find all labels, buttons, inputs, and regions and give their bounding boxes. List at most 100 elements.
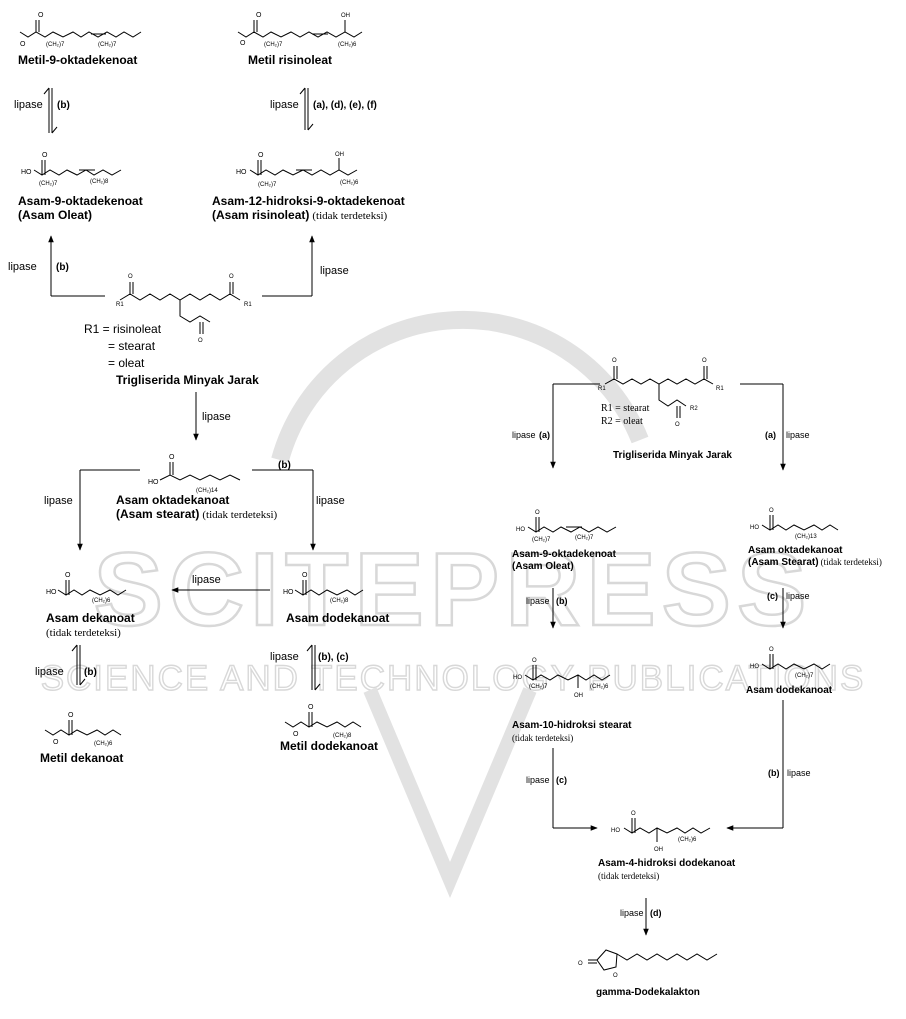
reversible-arrow-ricinoleic xyxy=(299,87,314,131)
atom-o: O xyxy=(293,731,299,738)
enzyme-label: lipase xyxy=(316,495,345,507)
enzyme-label: lipase xyxy=(202,411,231,423)
sub-label: (CH₂)6 xyxy=(340,180,359,186)
stearic-acid-structure xyxy=(159,462,241,481)
enzyme-label: lipase xyxy=(526,596,550,606)
sub-label: (CH₂)6 xyxy=(94,741,113,747)
arrow-right-tg-to-stearic xyxy=(740,383,786,471)
right-dodecanoic-name: Asam dodekanoat xyxy=(746,685,833,696)
sub-label: (CH₂)8 xyxy=(330,598,349,604)
right-stearic-common-name: (Asam Stearat)(tidak terdeteksi) xyxy=(748,557,882,568)
sub-label: (CH₂)7 xyxy=(39,181,58,187)
ricinoleic-common: (Asam risinoleat) xyxy=(212,208,309,222)
atom-o: O xyxy=(302,572,308,579)
r1-definition: R1 = risinoleat xyxy=(84,322,162,336)
atom-o: O xyxy=(53,739,59,746)
enzyme-label: lipase xyxy=(320,265,349,277)
oleic-acid-structure xyxy=(33,160,122,176)
not-detected-note: (tidak terdeteksi) xyxy=(598,871,659,881)
methyl-decanoate-name: Metil dekanoat xyxy=(40,751,123,765)
arrow-stearic-to-dodecanoic xyxy=(252,469,316,551)
methyl-octadecenoate-name: Metil-9-oktadekenoat xyxy=(18,53,137,67)
sub-label: (CH₂)6 xyxy=(92,598,111,604)
sub-label: (CH₂)7 xyxy=(575,535,594,541)
ho-label: HO xyxy=(516,527,525,533)
arrow-stearic-to-decanoic xyxy=(77,469,140,551)
right-hydroxystearic-name: Asam-10-hidroksi stearat xyxy=(512,720,632,731)
enzyme-label: lipase xyxy=(270,651,299,663)
sub-label: (CH₂)7 xyxy=(532,537,551,543)
ho-label: HO xyxy=(283,589,294,596)
enzyme-label: lipase xyxy=(786,430,810,440)
atom-o: O xyxy=(65,572,71,579)
sub-label: (CH₂)6 xyxy=(590,684,609,690)
reversible-arrow-oleic xyxy=(43,87,58,134)
arrow-tg-to-oleic xyxy=(48,235,105,297)
methyl-decanoate-structure xyxy=(44,720,122,736)
arrow-tg-to-ricinoleic xyxy=(262,235,315,297)
stearic-common: (Asam stearat) xyxy=(116,507,199,521)
right-triglyceride-structure xyxy=(604,366,714,418)
atom-o: O xyxy=(675,422,680,428)
oh-label: OH xyxy=(654,847,663,853)
arrow-right-hydroxy-to-4hydroxy xyxy=(552,748,598,831)
methyl-octadecenoate-structure xyxy=(19,20,142,38)
condition-label: (b) xyxy=(57,100,70,111)
condition-label: (b) xyxy=(556,596,568,606)
atom-o: O xyxy=(68,712,74,719)
atom-o: O xyxy=(308,704,314,711)
sub-label: (CH₂)7 xyxy=(795,673,814,679)
r1-definition-oleat: = oleat xyxy=(108,356,145,370)
atom-o: O xyxy=(128,274,133,280)
atom-o: O xyxy=(769,508,774,514)
right-dodecanoic-structure xyxy=(761,654,831,670)
sub-label: (CH₂)7 xyxy=(98,42,117,48)
condition-label: (d) xyxy=(650,908,662,918)
decanoic-acid-structure xyxy=(57,580,127,596)
enzyme-label: lipase xyxy=(8,261,37,273)
condition-label: (b) xyxy=(768,768,780,778)
not-detected-note: (tidak terdeteksi) xyxy=(46,627,121,639)
ho-label: HO xyxy=(236,169,247,176)
sub-label: (CH₂)8 xyxy=(90,179,109,185)
ho-label: HO xyxy=(46,589,57,596)
lactone-carbonyl-o: O xyxy=(578,961,583,967)
right-r1-definition: R1 = stearat xyxy=(601,403,650,414)
condition-label: (a) xyxy=(765,430,776,440)
reversible-arrow-decanoic xyxy=(71,644,86,686)
triglyceride-name: Trigliserida Minyak Jarak xyxy=(116,373,259,387)
lactone-structure xyxy=(588,949,718,971)
sub-label: (CH₂)14 xyxy=(196,488,218,494)
condition-label: (c) xyxy=(767,591,778,601)
oh-label: OH xyxy=(574,693,583,699)
oleic-acid-name: Asam-9-oktadekenoat xyxy=(18,194,143,208)
methyl-ricinoleate-structure xyxy=(237,20,363,38)
methyl-dodecanoate-structure xyxy=(284,712,362,728)
enzyme-label: lipase xyxy=(787,768,811,778)
right-4hydroxy-structure xyxy=(623,818,711,842)
sub-label: (CH₂)7 xyxy=(264,42,283,48)
atom-o: O xyxy=(258,152,264,159)
enzyme-label: lipase xyxy=(270,99,299,111)
atom-o: O xyxy=(256,12,262,19)
condition-label: (b), (c) xyxy=(318,652,349,663)
right-4hydroxy-name: Asam-4-hidroksi dodekanoat xyxy=(598,858,736,869)
right-oleic-name: Asam-9-oktadekenoat xyxy=(512,549,617,560)
atom-o: O xyxy=(198,338,203,344)
triglyceride-structure xyxy=(119,282,241,334)
right-stearic-name: Asam oktadekanoat xyxy=(748,545,843,556)
oleic-acid-common-name: (Asam Oleat) xyxy=(18,208,92,222)
stearic-acid-name: Asam oktadekanoat xyxy=(116,493,229,507)
atom-o: O xyxy=(535,510,540,516)
right-triglyceride-name: Trigliserida Minyak Jarak xyxy=(613,450,732,461)
stearic-acid-common-name: (Asam stearat)(tidak terdeteksi) xyxy=(116,507,278,521)
arrow-right-tg-to-oleic xyxy=(550,383,600,469)
sub-label: (CH₂)7 xyxy=(46,42,65,48)
r1-atom: R1 xyxy=(598,386,606,392)
condition-label: (b) xyxy=(56,262,69,273)
right-oleic-common-name: (Asam Oleat) xyxy=(512,561,574,572)
ho-label: HO xyxy=(750,525,759,531)
enzyme-label: lipase xyxy=(620,908,644,918)
ho-label: HO xyxy=(513,675,522,681)
enzyme-label: lipase xyxy=(526,775,550,785)
